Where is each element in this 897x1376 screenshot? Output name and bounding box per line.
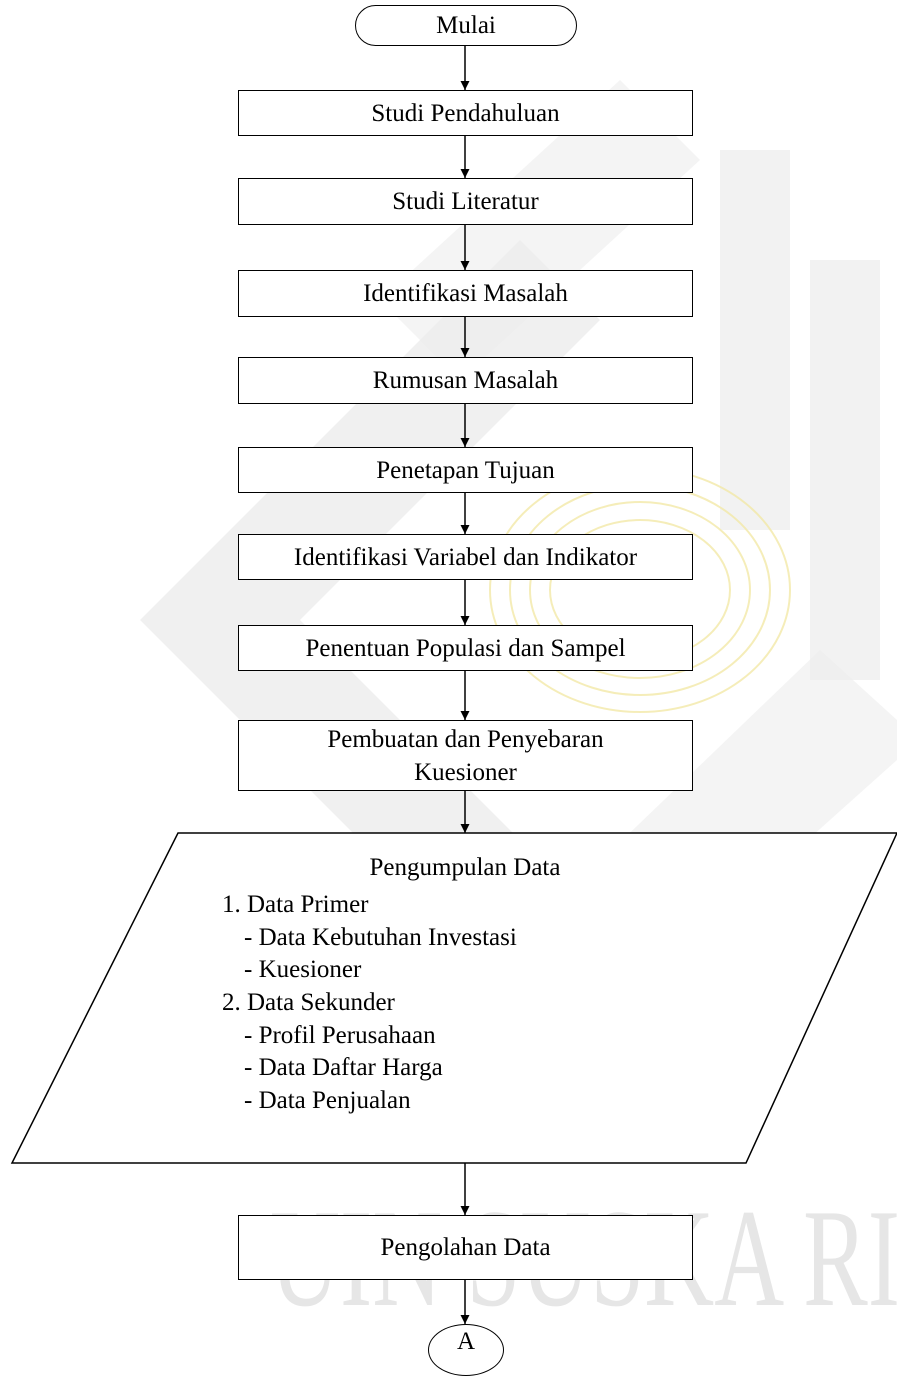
list-item: - Kuesioner bbox=[244, 956, 362, 984]
start-terminator: Mulai bbox=[355, 5, 577, 46]
watermark-bar-2 bbox=[810, 260, 880, 680]
process-label: Penetapan Tujuan bbox=[376, 456, 555, 484]
list-item: - Data Penjualan bbox=[244, 1087, 411, 1115]
process-label-line1: Pembuatan dan Penyebaran bbox=[327, 725, 604, 753]
process-label: Studi Literatur bbox=[392, 188, 539, 215]
process-label: Penentuan Populasi dan Sampel bbox=[305, 634, 626, 662]
start-label: Mulai bbox=[436, 12, 496, 39]
list-item: - Data Daftar Harga bbox=[244, 1054, 443, 1082]
process-identifikasi-variabel: Identifikasi Variabel dan Indikator bbox=[238, 534, 693, 580]
process-studi-pendahuluan: Studi Pendahuluan bbox=[238, 90, 693, 136]
list-item: 1. Data Primer bbox=[222, 891, 369, 918]
process-label: Rumusan Masalah bbox=[372, 367, 559, 394]
process-penentuan-populasi: Penentuan Populasi dan Sampel bbox=[238, 625, 693, 671]
watermark-bar-1 bbox=[720, 150, 790, 530]
process-label: Pengolahan Data bbox=[380, 1234, 551, 1261]
process-identifikasi-masalah: Identifikasi Masalah bbox=[238, 270, 693, 317]
data-input-parallelogram bbox=[10, 832, 897, 1164]
process-label: Identifikasi Variabel dan Indikator bbox=[293, 543, 638, 571]
process-studi-literatur: Studi Literatur bbox=[238, 178, 693, 225]
process-label-line2: Kuesioner bbox=[414, 758, 517, 786]
connector-label: A bbox=[456, 1327, 476, 1355]
process-label: Studi Pendahuluan bbox=[371, 99, 560, 127]
process-pembuatan-kuesioner: Pembuatan dan Penyebaran Kuesioner bbox=[238, 720, 693, 791]
data-input-list: 1. Data Primer - Data Kebutuhan Investas… bbox=[222, 888, 517, 1117]
process-label: Identifikasi Masalah bbox=[363, 280, 568, 307]
list-item: 2. Data Sekunder bbox=[222, 989, 395, 1017]
watermark-chevron-left bbox=[140, 240, 600, 1000]
process-pengolahan-data: Pengolahan Data bbox=[238, 1215, 693, 1280]
process-penetapan-tujuan: Penetapan Tujuan bbox=[238, 447, 693, 493]
data-input-title: Pengumpulan Data bbox=[369, 854, 561, 881]
process-rumusan-masalah: Rumusan Masalah bbox=[238, 357, 693, 404]
list-item: - Profil Perusahaan bbox=[244, 1021, 436, 1049]
list-item: - Data Kebutuhan Investasi bbox=[244, 923, 517, 951]
offpage-connector-a: A bbox=[428, 1324, 504, 1376]
